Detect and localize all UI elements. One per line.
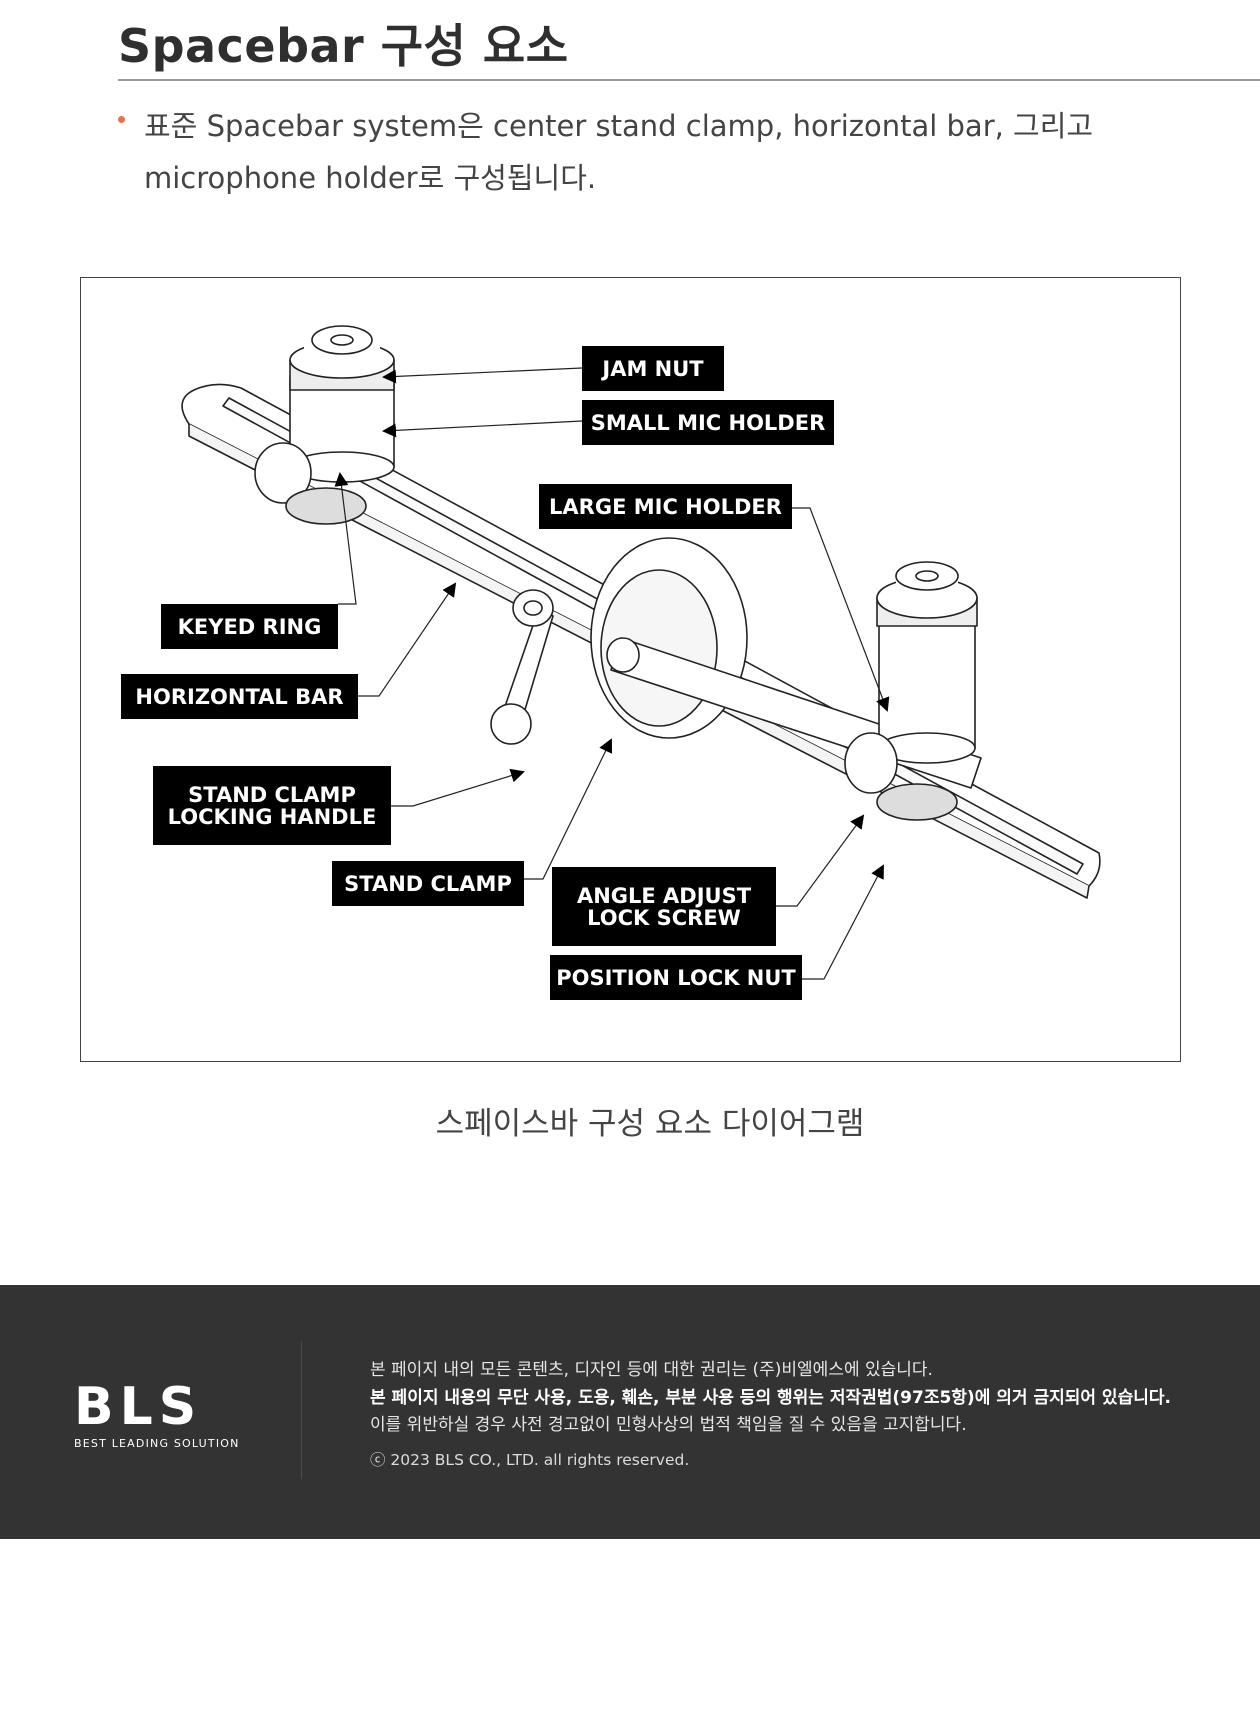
- jam-nut-label: JAM NUT: [582, 346, 724, 391]
- stand-clamp-locking-handle-label: STAND CLAMP LOCKING HANDLE: [153, 766, 391, 845]
- intro-bullet-text: 표준 Spacebar system은 center stand clamp, …: [144, 109, 1094, 195]
- footer-copyright-warning: 본 페이지 내용의 무단 사용, 도용, 훼손, 부분 사용 등의 행위는 저작…: [370, 1388, 1171, 1408]
- svg-text:BEST LEADING SOLUTION: BEST LEADING SOLUTION: [74, 1437, 240, 1450]
- svg-text:BLS: BLS: [74, 1382, 202, 1437]
- footer-rights-line: 본 페이지 내의 모든 콘텐츠, 디자인 등에 대한 권리는 (주)비엘에스에 …: [370, 1360, 933, 1380]
- angle-adjust-lock-screw-label: ANGLE ADJUST LOCK SCREW: [552, 867, 776, 946]
- large-mic-holder-label: LARGE MIC HOLDER: [539, 484, 792, 529]
- position-lock-nut-label: POSITION LOCK NUT: [550, 955, 802, 1000]
- stand-clamp-label: STAND CLAMP: [332, 861, 524, 906]
- footer: BLS BEST LEADING SOLUTION 본 페이지 내의 모든 콘텐…: [0, 1285, 1260, 1539]
- footer-divider: [301, 1341, 302, 1479]
- spacebar-diagram-frame: JAM NUT SMALL MIC HOLDER LARGE MIC HOLDE…: [80, 277, 1181, 1062]
- bls-logo: BLS BEST LEADING SOLUTION: [74, 1382, 240, 1450]
- bullet-dot-icon: [118, 116, 125, 123]
- footer-copyright: ⓒ 2023 BLS CO., LTD. all rights reserved…: [370, 1451, 690, 1469]
- keyed-ring-label: KEYED RING: [161, 604, 338, 649]
- spacebar-line-drawing: [181, 325, 1101, 980]
- horizontal-bar-label: HORIZONTAL BAR: [121, 674, 358, 719]
- page-title: Spacebar 구성 요소: [118, 19, 569, 73]
- small-mic-holder-label: SMALL MIC HOLDER: [582, 400, 834, 445]
- title-divider: [118, 79, 1260, 81]
- diagram-caption: 스페이스바 구성 요소 다이어그램: [435, 1106, 865, 1142]
- footer-legal-notice: 이를 위반하실 경우 사전 경고없이 민형사상의 법적 책임을 질 수 있음을 …: [370, 1415, 967, 1435]
